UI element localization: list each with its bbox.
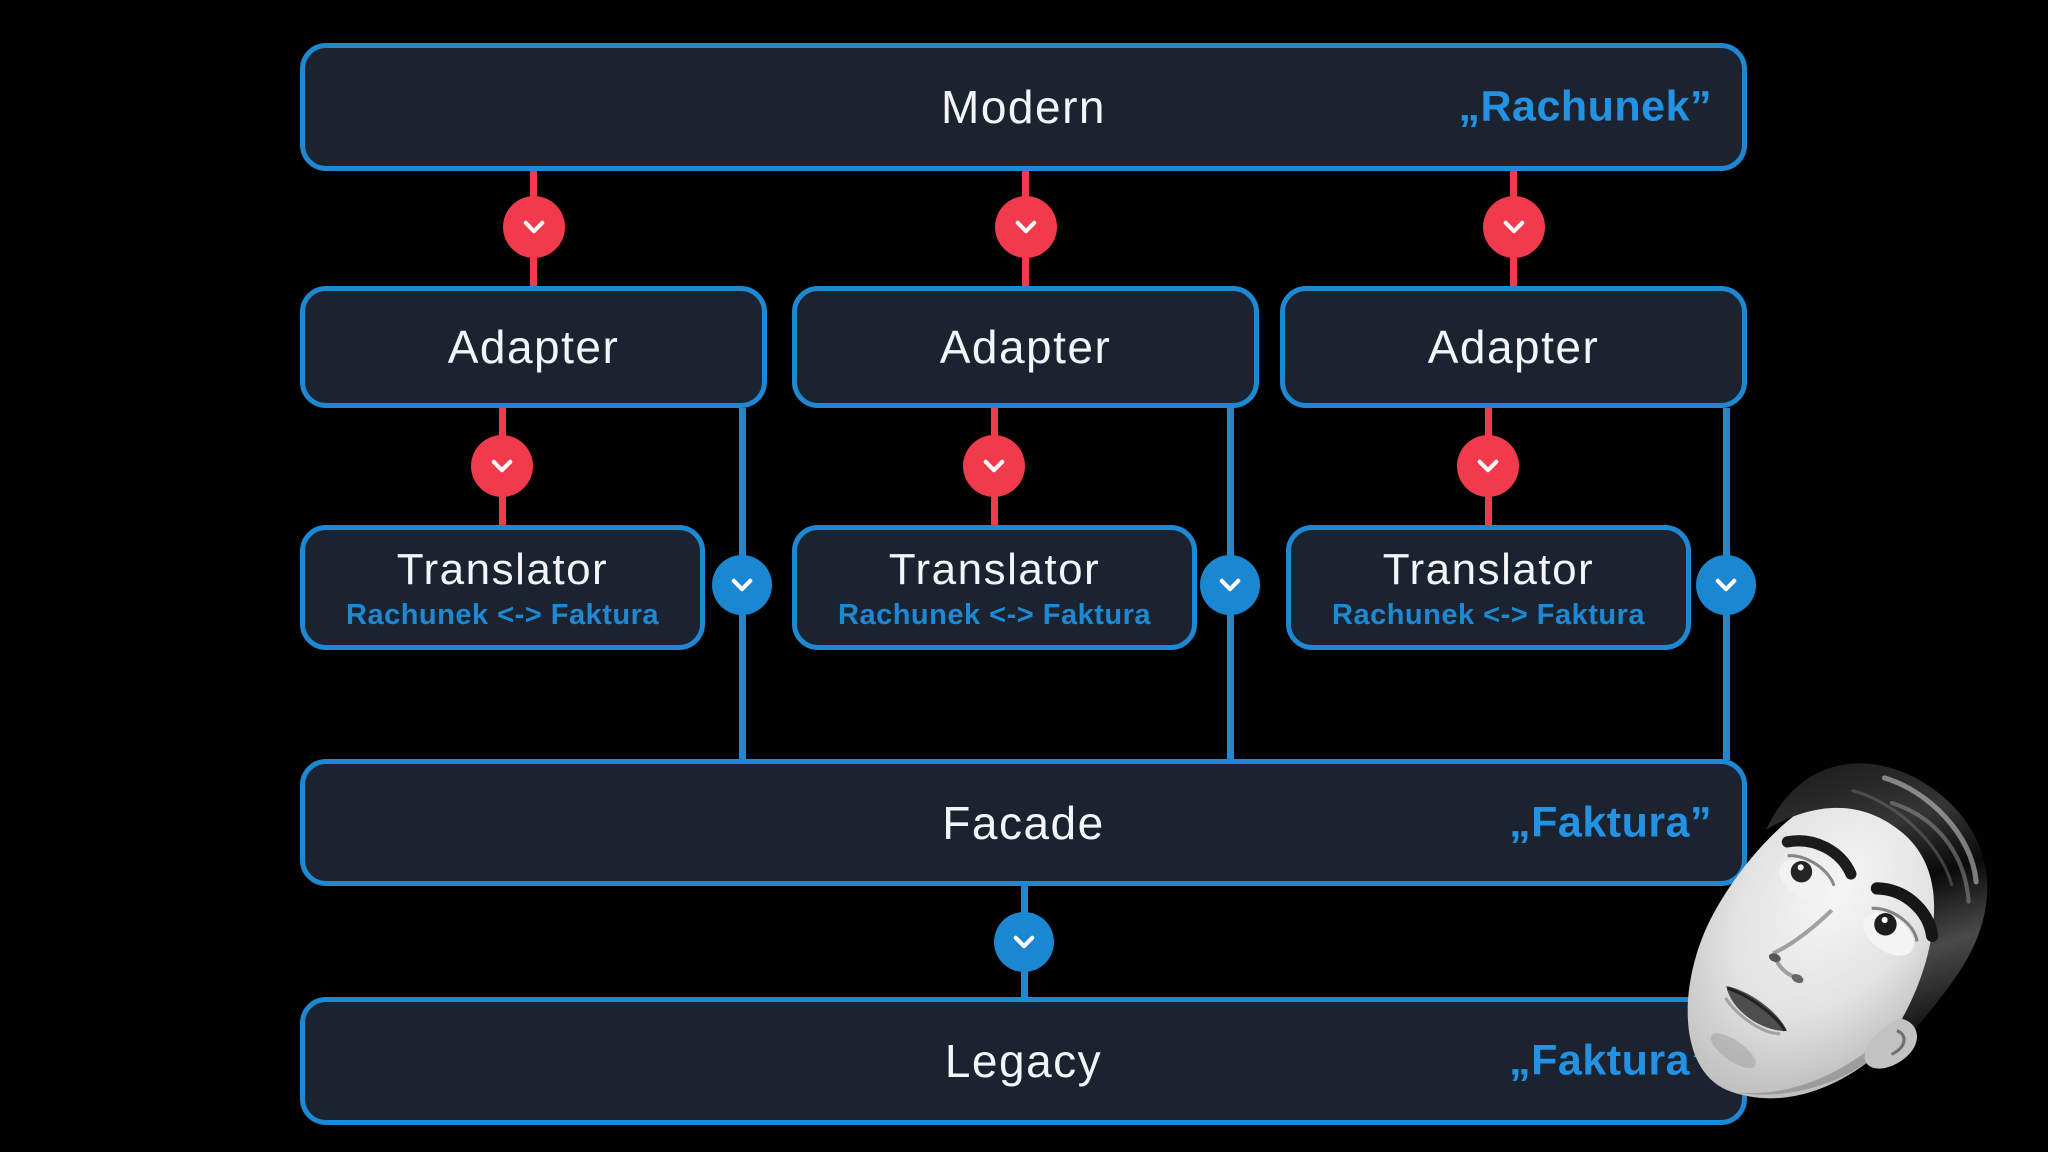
red-chevron-connector [1457, 435, 1519, 497]
node-translator-label: Translator [396, 545, 609, 594]
chevron-down-icon [983, 459, 1005, 473]
node-legacy-tag: „Faktura” [1509, 1036, 1712, 1085]
node-translator-label: Translator [888, 545, 1101, 594]
blue-chevron-connector [994, 912, 1054, 972]
translator-mapping-label: Rachunek <-> Faktura [346, 599, 659, 631]
node-modern-label: Modern [941, 81, 1106, 133]
chevron-down-icon [1503, 220, 1525, 234]
node-adapter-label: Adapter [939, 321, 1112, 373]
chevron-down-icon [523, 220, 545, 234]
chevron-down-icon [1219, 578, 1241, 592]
node-legacy-label: Legacy [944, 1035, 1103, 1087]
chevron-down-icon [491, 459, 513, 473]
node-translator-1: Translator Rachunek <-> Faktura [300, 525, 705, 650]
node-modern-tag: „Rachunek” [1458, 82, 1712, 131]
red-chevron-connector [1483, 196, 1545, 258]
translator-content: Translator Rachunek <-> Faktura [1332, 545, 1645, 632]
red-chevron-connector [471, 435, 533, 497]
translator-mapping-label: Rachunek <-> Faktura [838, 599, 1151, 631]
translator-mapping-label: Rachunek <-> Faktura [1332, 599, 1645, 631]
node-adapter-label: Adapter [447, 321, 620, 373]
translator-content: Translator Rachunek <-> Faktura [838, 545, 1151, 632]
red-chevron-connector [963, 435, 1025, 497]
blue-chevron-connector [1200, 555, 1260, 615]
node-facade-tag: „Faktura” [1509, 798, 1712, 846]
node-facade-label: Facade [942, 796, 1105, 849]
translator-content: Translator Rachunek <-> Faktura [346, 545, 659, 632]
node-adapter-label: Adapter [1427, 321, 1600, 373]
chevron-down-icon [731, 578, 753, 592]
node-adapter-1: Adapter [300, 286, 767, 408]
blue-chevron-connector [712, 555, 772, 615]
chevron-down-icon [1477, 459, 1499, 473]
node-translator-2: Translator Rachunek <-> Faktura [792, 525, 1197, 650]
node-translator-3: Translator Rachunek <-> Faktura [1286, 525, 1691, 650]
node-translator-label: Translator [1382, 545, 1595, 594]
node-adapter-2: Adapter [792, 286, 1259, 408]
worried-face-image [1687, 763, 1988, 1099]
chevron-down-icon [1715, 578, 1737, 592]
node-adapter-3: Adapter [1280, 286, 1747, 408]
blue-chevron-connector [1696, 555, 1756, 615]
chevron-down-icon [1013, 935, 1035, 949]
red-chevron-connector [995, 196, 1057, 258]
red-chevron-connector [503, 196, 565, 258]
node-legacy: Legacy „Faktura” [300, 997, 1747, 1125]
node-modern: Modern „Rachunek” [300, 43, 1747, 171]
chevron-down-icon [1015, 220, 1037, 234]
node-facade: Facade „Faktura” [300, 759, 1747, 886]
